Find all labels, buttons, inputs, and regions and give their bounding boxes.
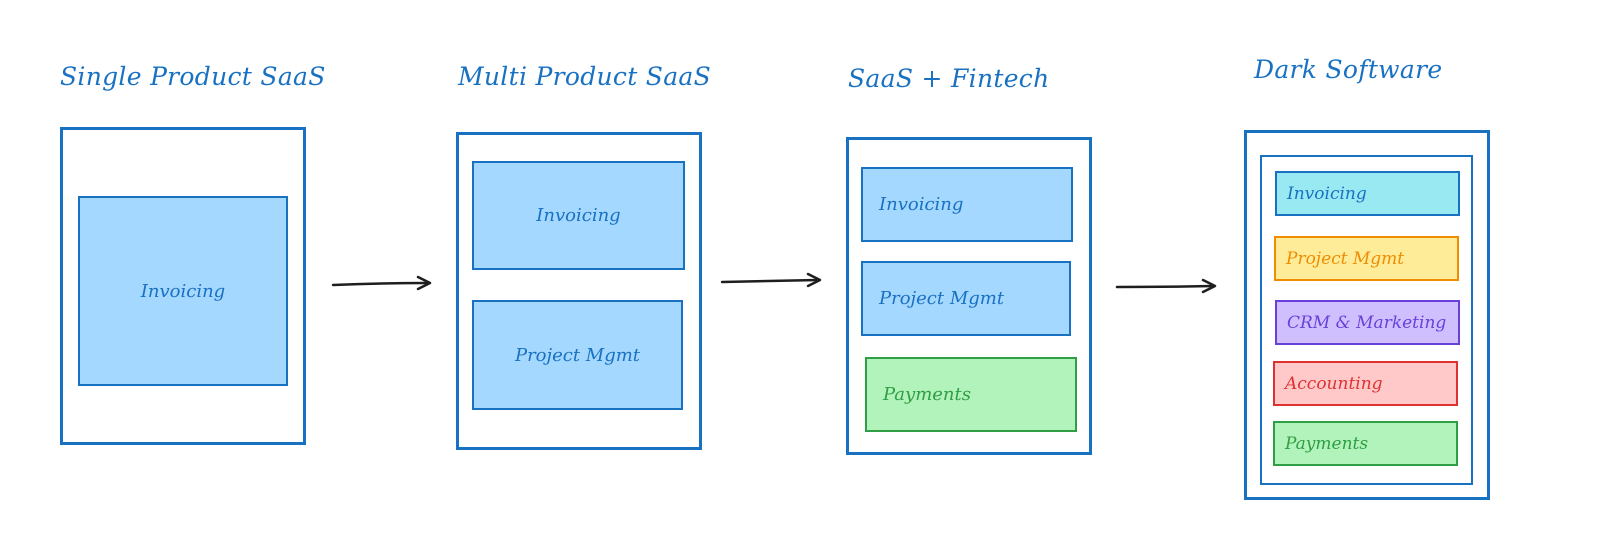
module-invoicing: Invoicing: [472, 161, 685, 270]
stage-title-saas-fintech: SaaS + Fintech: [848, 64, 1050, 93]
module-accounting: Accounting: [1273, 361, 1458, 406]
module-project-mgmt: Project Mgmt: [1274, 236, 1459, 281]
module-label: Payments: [1285, 433, 1369, 454]
arrow-stage-2-to-3: [720, 272, 822, 288]
arrow-stage-1-to-2: [331, 275, 432, 291]
stage-title-multi-product-saas: Multi Product SaaS: [458, 62, 712, 91]
module-label: CRM & Marketing: [1287, 312, 1447, 333]
module-label: Invoicing: [1287, 183, 1367, 204]
module-label: Invoicing: [140, 280, 226, 302]
module-project-mgmt: Project Mgmt: [861, 261, 1071, 336]
module-invoicing: Invoicing: [1275, 171, 1460, 216]
module-label: Project Mgmt: [514, 344, 641, 366]
module-label: Payments: [883, 384, 971, 405]
module-payments: Payments: [1273, 421, 1458, 466]
module-crm-marketing: CRM & Marketing: [1275, 300, 1460, 345]
stage-inner-frame-dark-software: [1260, 155, 1473, 485]
arrow-stage-3-to-4: [1115, 278, 1217, 294]
module-invoicing: Invoicing: [78, 196, 288, 386]
module-label: Project Mgmt: [879, 288, 1005, 309]
module-label: Project Mgmt: [1286, 248, 1405, 269]
module-label: Accounting: [1285, 373, 1383, 394]
module-project-mgmt: Project Mgmt: [472, 300, 683, 410]
module-invoicing: Invoicing: [861, 167, 1073, 242]
stage-title-single-product-saas: Single Product SaaS: [60, 62, 326, 91]
module-label: Invoicing: [879, 194, 964, 215]
stage-title-dark-software: Dark Software: [1254, 55, 1443, 84]
module-payments: Payments: [865, 357, 1077, 432]
module-label: Invoicing: [536, 205, 621, 226]
